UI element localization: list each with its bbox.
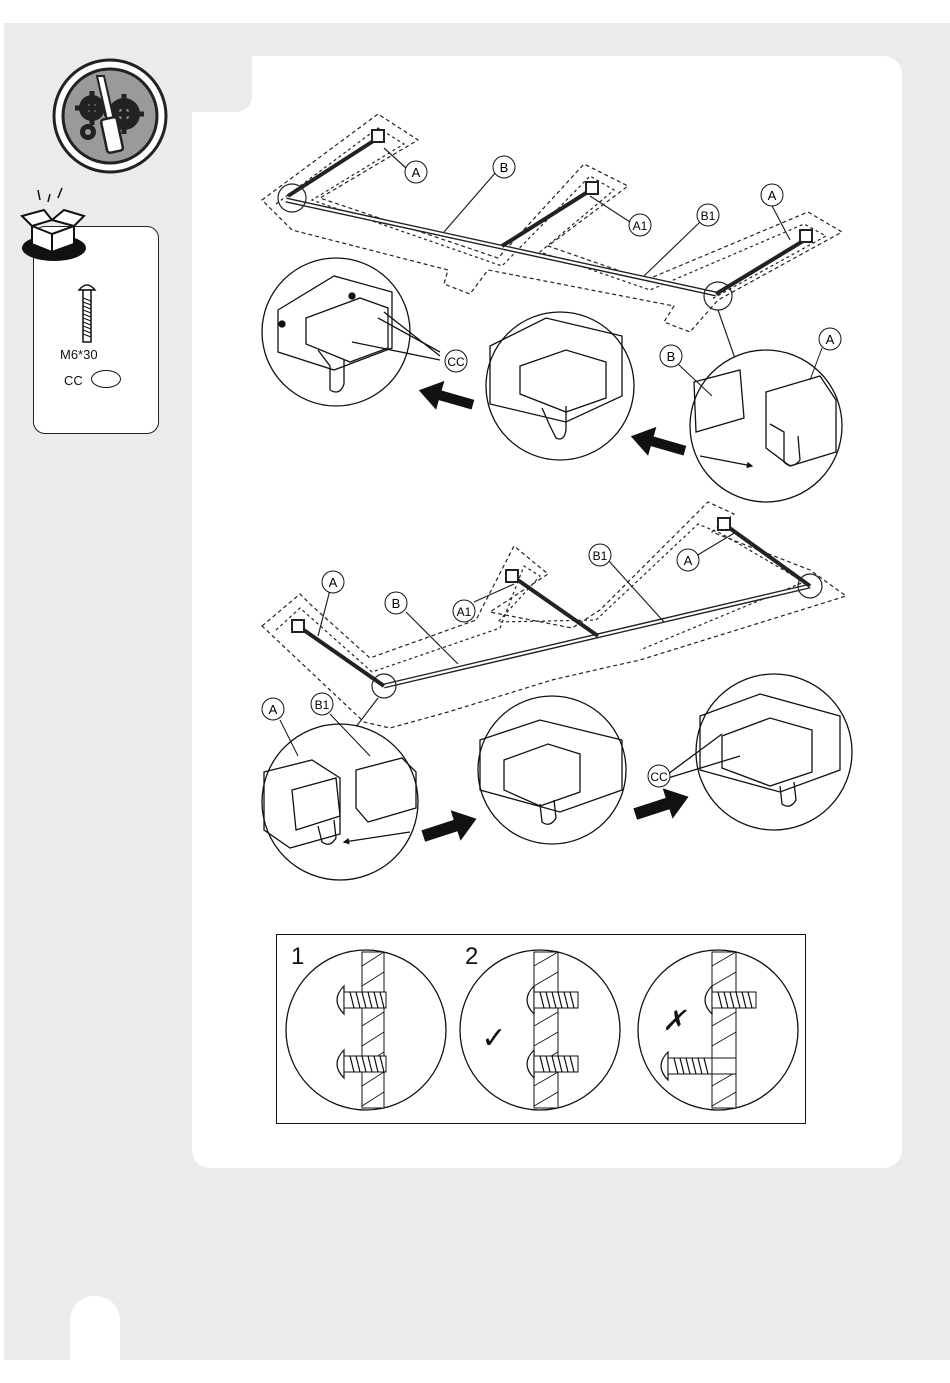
- top-labels: A B A1 B1 A: [405, 156, 783, 236]
- label-cc: CC: [650, 770, 668, 784]
- label-a: A: [684, 553, 693, 568]
- label-a1: A1: [633, 219, 648, 233]
- label-b1: B1: [315, 698, 330, 712]
- label-a: A: [826, 332, 835, 347]
- label-b: B: [667, 349, 676, 364]
- rule-step-2: 2: [465, 943, 478, 971]
- label-a: A: [768, 188, 777, 203]
- rule-step-1: 1: [291, 943, 304, 971]
- label-b1: B1: [593, 549, 608, 563]
- label-a: A: [412, 165, 421, 180]
- label-a: A: [269, 702, 278, 717]
- top-detail-circles: [262, 258, 842, 502]
- screw-rules-box: 1 2: [276, 934, 806, 1124]
- label-cc: CC: [447, 355, 465, 369]
- label-b: B: [392, 596, 401, 611]
- label-a: A: [329, 575, 338, 590]
- label-a1: A1: [457, 605, 472, 619]
- label-b1: B1: [701, 209, 716, 223]
- label-b: B: [500, 160, 509, 175]
- bottom-detail-circles: [262, 674, 852, 880]
